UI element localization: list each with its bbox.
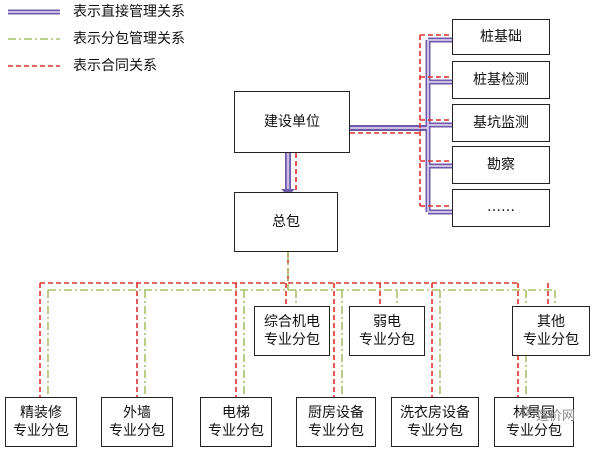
pit-monitoring-box: 基坑监测	[452, 104, 550, 142]
pile-testing-box: 桩基检测	[452, 61, 550, 99]
watermark-logo-icon: ❂	[520, 405, 531, 420]
legend-contract-label: 表示合同关系	[73, 58, 157, 74]
survey-box: 勘察	[452, 146, 550, 184]
finishing-subcontract-box: 精装修 专业分包	[5, 397, 77, 447]
more-box: ……	[452, 189, 550, 227]
subcontract-general-to-subs	[47, 252, 556, 397]
elevator-subcontract-box: 电梯 专业分包	[200, 397, 272, 447]
other-subcontract-box: 其他 专业分包	[512, 306, 590, 356]
contract-general-to-subs	[39, 252, 549, 397]
kitchen-equipment-subcontract-box: 厨房设备 专业分包	[296, 397, 376, 447]
watermark-text: 造价网	[536, 409, 576, 424]
weak-current-subcontract-box: 弱电 专业分包	[349, 306, 425, 356]
owner-box: 建设单位	[234, 91, 350, 153]
legend-direct-label: 表示直接管理关系	[73, 4, 185, 20]
direct-owner-to-specialists	[350, 37, 452, 215]
laundry-equipment-subcontract-box: 洗衣房设备 专业分包	[391, 397, 479, 447]
facade-subcontract-box: 外墙 专业分包	[101, 397, 173, 447]
pile-foundation-box: 桩基础	[452, 19, 550, 55]
contract-owner-to-specialists	[350, 34, 452, 207]
landscape-subcontract-box: 林景园 专业分包	[494, 397, 574, 447]
general-contractor-box: 总包	[234, 192, 338, 252]
direct-owner-to-general	[281, 153, 295, 196]
mep-subcontract-box: 综合机电 专业分包	[254, 306, 330, 356]
legend-subcontract-label: 表示分包管理关系	[73, 31, 185, 47]
